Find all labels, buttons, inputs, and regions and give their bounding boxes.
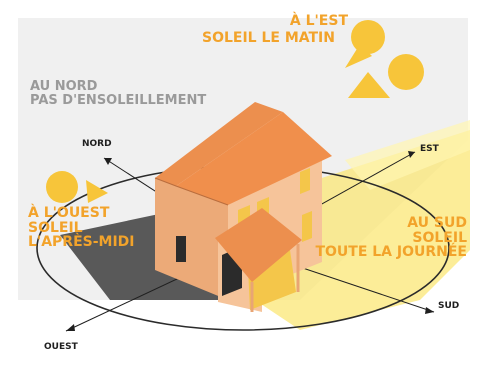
- label-west: À L'OUEST SOLEIL L'APRÈS-MIDI: [28, 206, 135, 250]
- porch-roof: [215, 208, 302, 282]
- roof-line: [154, 177, 229, 206]
- label-east-2: SOLEIL LE MATIN: [202, 31, 335, 46]
- label-south-line-1: AU SUD: [407, 215, 467, 231]
- direction-nord: NORD: [82, 139, 112, 149]
- label-south-line-3: TOUTE LA JOURNÉE: [315, 244, 467, 261]
- window-lower: [302, 211, 312, 242]
- triangle-arrow-icon-east: [345, 44, 372, 68]
- house-left-wall: [155, 178, 228, 300]
- arrow-ouest-icon: [66, 324, 75, 331]
- label-north: AU NORD PAS D'ENSOLEILLEMENT: [30, 80, 206, 107]
- direction-ouest: OUEST: [44, 342, 78, 352]
- window-upper-3: [300, 168, 310, 194]
- direction-est: EST: [420, 144, 439, 154]
- label-south-line-2: SOLEIL: [412, 229, 467, 246]
- house-roof-edge: [155, 102, 283, 186]
- label-east-line-2: SOLEIL LE MATIN: [202, 30, 335, 46]
- arrow-nord-icon: [104, 158, 112, 165]
- sun-icon-east-2: [388, 54, 424, 90]
- label-east-line-1: À L'EST: [289, 13, 348, 29]
- sunlight-south: [255, 130, 470, 330]
- triangle-arrow-icon-west: [86, 180, 108, 203]
- triangle-arrow-icon-east-2: [348, 72, 390, 98]
- arrow-est-icon: [408, 151, 415, 158]
- label-south: AU SUD SOLEIL TOUTE LA JOURNÉE: [315, 216, 467, 260]
- arrow-sud-icon: [425, 307, 434, 314]
- sun-icon-west: [46, 171, 78, 203]
- sun-icon-east: [351, 20, 385, 54]
- label-west-line-2: SOLEIL: [28, 219, 83, 236]
- sunlight-east: [345, 120, 470, 190]
- label-north-line-1: AU NORD: [30, 79, 98, 94]
- label-west-line-3: L'APRÈS-MIDI: [28, 234, 135, 251]
- direction-sud: SUD: [438, 301, 460, 311]
- label-east: À L'EST: [274, 14, 348, 29]
- house-roof: [176, 112, 332, 205]
- label-west-line-1: À L'OUEST: [28, 205, 110, 221]
- window-left: [176, 236, 186, 262]
- label-north-line-2: PAS D'ENSOLEILLEMENT: [30, 92, 207, 108]
